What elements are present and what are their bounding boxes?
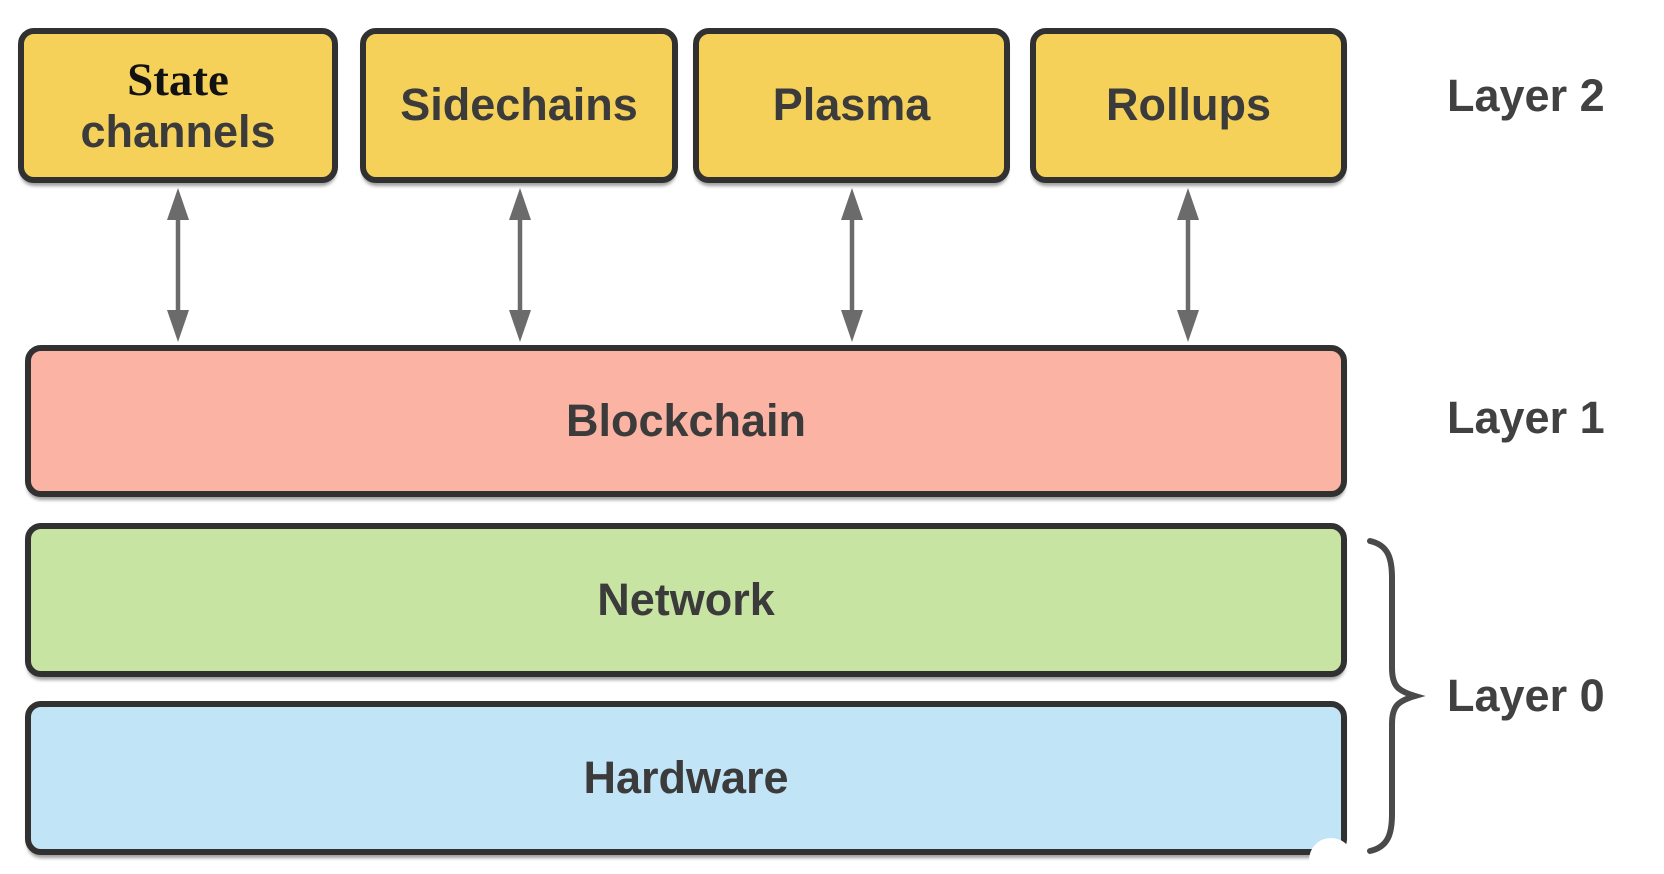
node-state-channels: State channels <box>18 28 338 183</box>
node-plasma-label: Plasma <box>772 79 931 131</box>
bidirectional-arrow-state-channels <box>167 188 189 342</box>
node-network: Network <box>25 523 1347 677</box>
node-rollups-label: Rollups <box>1106 79 1271 131</box>
layer0-curly-brace <box>1367 538 1426 854</box>
node-plasma: Plasma <box>693 28 1010 183</box>
label-layer-2: Layer 2 <box>1447 70 1605 121</box>
node-blockchain-label: Blockchain <box>565 394 807 446</box>
node-state-channels-line2: channels <box>80 105 276 157</box>
node-hardware-label: Hardware <box>583 751 789 803</box>
bidirectional-arrow-rollups <box>1177 188 1199 342</box>
node-sidechains-label: Sidechains <box>400 79 638 131</box>
node-hardware: Hardware <box>25 701 1347 855</box>
bidirectional-arrow-sidechains <box>509 188 531 342</box>
node-network-label: Network <box>597 573 775 625</box>
node-rollups: Rollups <box>1030 28 1347 183</box>
white-notch-artifact <box>1309 838 1353 874</box>
bidirectional-arrow-plasma <box>841 188 863 342</box>
node-state-channels-line1: State <box>127 53 229 106</box>
label-layer-0: Layer 0 <box>1447 670 1605 721</box>
node-sidechains: Sidechains <box>360 28 678 183</box>
label-layer-1: Layer 1 <box>1447 392 1605 443</box>
node-blockchain: Blockchain <box>25 345 1347 497</box>
